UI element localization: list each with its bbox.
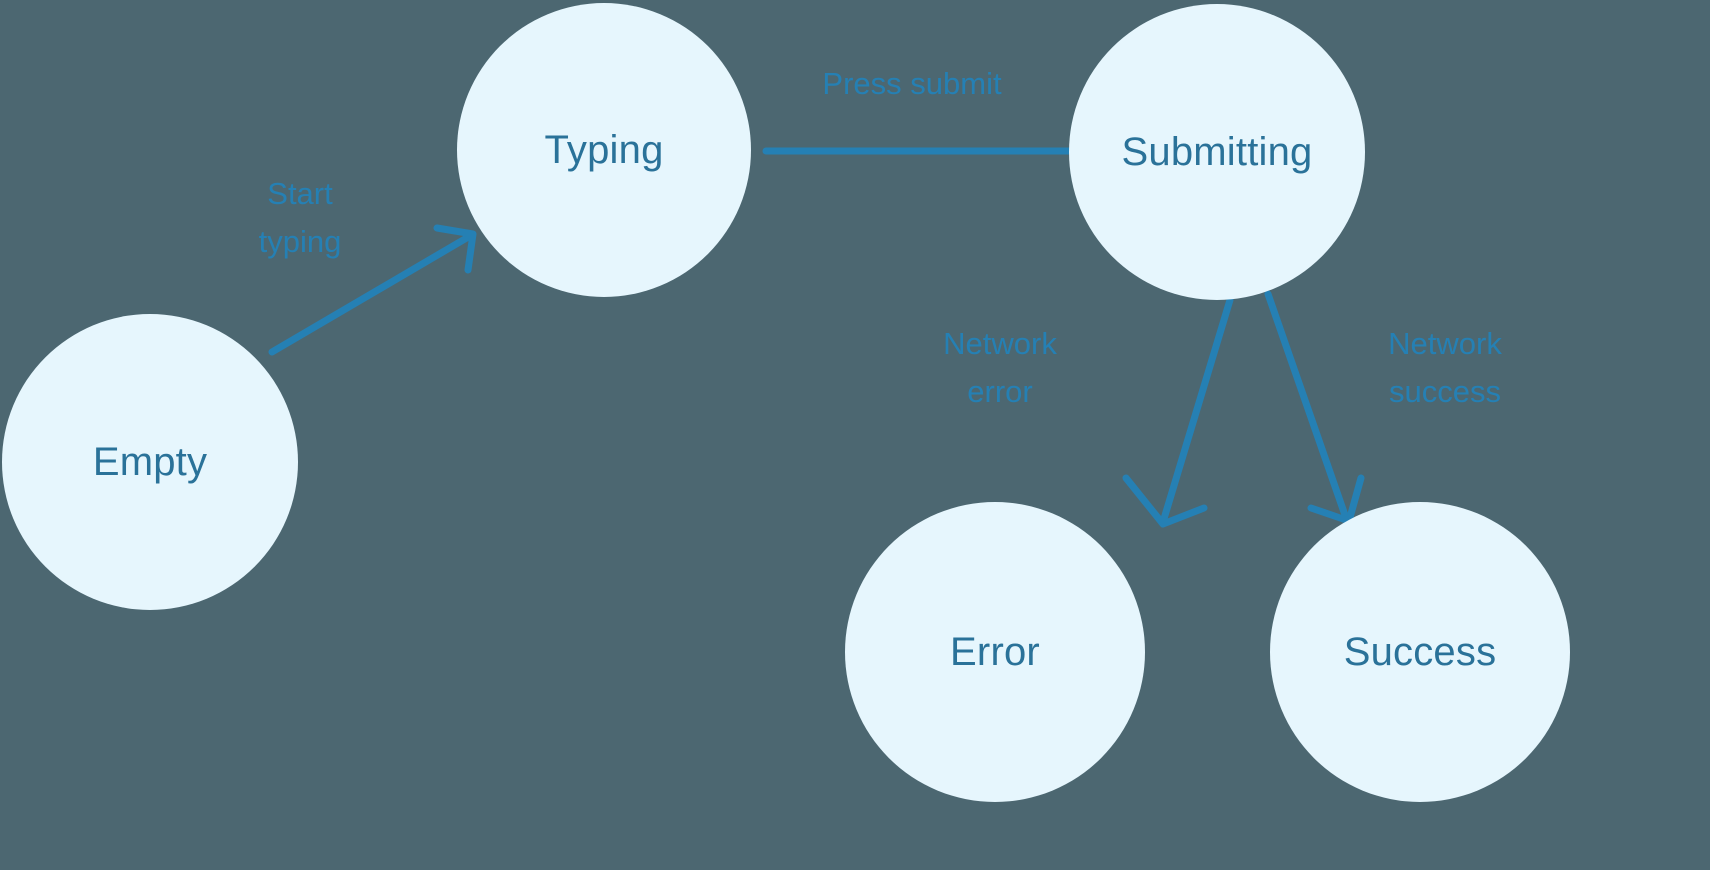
edge-label-network-success: Network success bbox=[1388, 326, 1502, 410]
state-node-typing[interactable]: Typing bbox=[457, 3, 751, 297]
edge-label-start-typing: Start typing bbox=[258, 176, 342, 260]
edge-empty-to-typing bbox=[268, 224, 477, 356]
state-node-label-empty: Empty bbox=[92, 440, 208, 484]
state-node-label-success: Success bbox=[1343, 630, 1497, 674]
edge-label-press-submit: Press submit bbox=[822, 66, 1002, 101]
state-node-success[interactable]: Success bbox=[1270, 502, 1570, 802]
edge-submitting-to-error bbox=[1122, 296, 1234, 528]
state-node-empty[interactable]: Empty bbox=[2, 314, 298, 610]
edge-label-network-error: Network error bbox=[943, 326, 1057, 410]
state-node-error[interactable]: Error bbox=[845, 502, 1145, 802]
state-node-label-submitting: Submitting bbox=[1121, 130, 1313, 174]
state-node-label-typing: Typing bbox=[544, 128, 664, 172]
state-node-submitting[interactable]: Submitting bbox=[1069, 4, 1365, 300]
state-node-label-error: Error bbox=[950, 630, 1040, 674]
